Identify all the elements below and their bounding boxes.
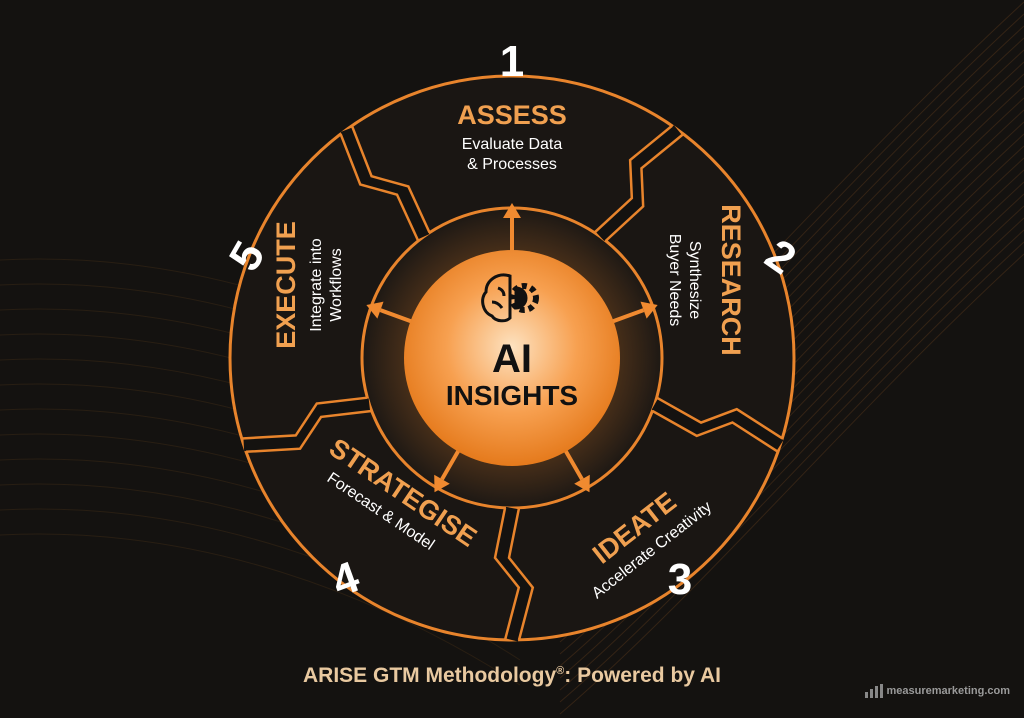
step-5-line2: Workflows bbox=[328, 248, 345, 322]
arrow-line bbox=[379, 308, 415, 324]
wave-line bbox=[559, 253, 1024, 715]
segment-divider bbox=[656, 396, 784, 440]
arrow-line bbox=[609, 308, 645, 324]
ai-insights-core bbox=[404, 250, 620, 466]
brain-gear-icon bbox=[481, 273, 539, 323]
segment-dividers bbox=[241, 124, 784, 642]
step-1-line1: Evaluate Data bbox=[462, 136, 563, 153]
segment-gap bbox=[651, 399, 784, 451]
segment-gap bbox=[340, 127, 430, 240]
segment-divider bbox=[339, 133, 420, 242]
center-line1: AI bbox=[492, 337, 532, 381]
segment-divider bbox=[507, 507, 535, 641]
step-1-line2: & Processes bbox=[467, 156, 557, 173]
arrow-head-icon bbox=[434, 474, 450, 493]
step-3-number: 3 bbox=[668, 555, 692, 604]
arrow-head-icon bbox=[640, 301, 658, 319]
step-1-number: 1 bbox=[500, 37, 524, 86]
segment-divider bbox=[245, 409, 372, 454]
arrow-line bbox=[562, 447, 584, 481]
logo-text: measuremarketing.com bbox=[886, 685, 1011, 697]
segment-divider bbox=[604, 133, 685, 242]
segment-divider bbox=[241, 396, 368, 440]
segment-divider bbox=[593, 124, 673, 234]
footer-title: ARISE GTM Methodology®: Powered by AI bbox=[302, 664, 722, 687]
bar-chart-icon bbox=[864, 684, 883, 698]
arrow-head-icon bbox=[503, 203, 521, 218]
segment-divider bbox=[651, 409, 779, 453]
segment-divider bbox=[493, 507, 521, 641]
step-2-line2: Buyer Needs bbox=[666, 234, 683, 327]
center-line2: INSIGHTS bbox=[446, 380, 578, 411]
segment-gap bbox=[495, 506, 533, 642]
wave-line bbox=[559, 241, 1024, 703]
arrow-head-icon bbox=[574, 474, 590, 493]
wave-line bbox=[559, 229, 1024, 691]
step-2-line1: Synthesize bbox=[686, 241, 703, 319]
step-5-line1: Integrate into bbox=[308, 238, 325, 332]
measuremarketing-logo: measuremarketing.com bbox=[864, 684, 1011, 698]
arrows bbox=[366, 203, 658, 493]
segment-gap bbox=[243, 398, 371, 452]
arrow-head-icon bbox=[366, 301, 384, 319]
segment-divider bbox=[350, 125, 431, 234]
wave-line bbox=[0, 533, 521, 686]
step-5-title: EXECUTE bbox=[271, 221, 301, 349]
arrow-line bbox=[440, 447, 462, 481]
wave-line bbox=[559, 217, 1024, 679]
step-1-title: ASSESS bbox=[457, 100, 567, 130]
step-2-title: RESEARCH bbox=[716, 204, 746, 356]
segment-gap bbox=[596, 125, 682, 242]
